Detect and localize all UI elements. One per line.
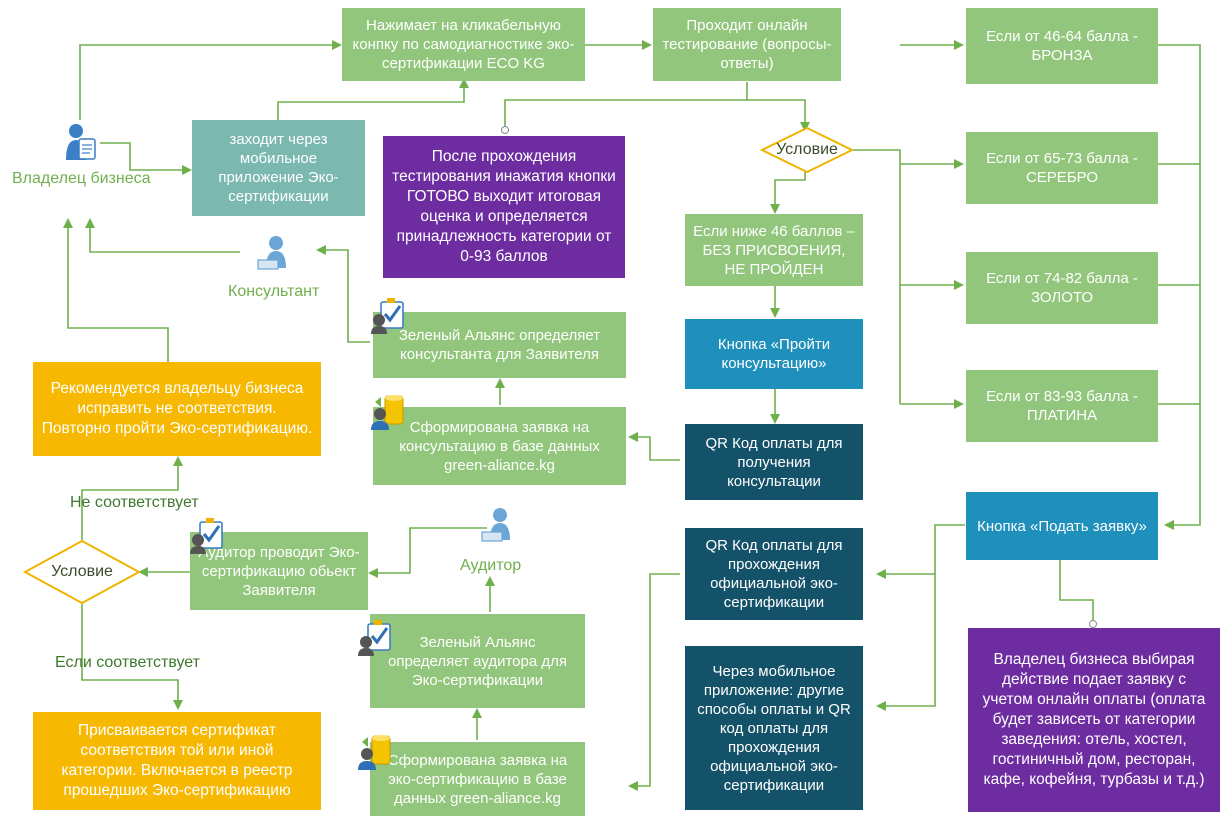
owner-label: Владелец бизнеса <box>12 170 151 187</box>
alliance-consultant-box: Зеленый Альянс определяет консультанта д… <box>373 312 626 378</box>
owner-selects-box: Владелец бизнеса выбирая действие подает… <box>968 628 1220 812</box>
alliance-auditor-box: Зеленый Альянс определяет аудитора для Э… <box>370 614 585 708</box>
below46-box: Если ниже 46 баллов – БЕЗ ПРИСВОЕНИЯ, НЕ… <box>685 214 863 286</box>
online-test-box: Проходит онлайн тестирование (вопросы-от… <box>653 8 841 81</box>
database-icon <box>358 735 391 770</box>
qr-cert-box: QR Код оплаты для прохождения официально… <box>685 528 863 620</box>
certificate-box: Присваивается сертификат соответствия то… <box>33 712 321 810</box>
match-label: Если соответствует <box>55 654 200 671</box>
person-icon <box>481 508 510 542</box>
database-icon <box>371 395 404 430</box>
consultant-label: Консультант <box>228 283 320 300</box>
click-button-box: Нажимает на кликабельную конпку по самод… <box>342 8 585 81</box>
gold-box: Если от 74-82 балла - ЗОЛОТО <box>966 252 1158 324</box>
platinum-box: Если от 83-93 балла - ПЛАТИНА <box>966 370 1158 442</box>
not-match-label: Не соответствует <box>70 494 199 511</box>
person-icon <box>257 236 286 270</box>
bronze-box: Если от 46-64 балла - БРОНЗА <box>966 8 1158 84</box>
request-consult-box: Сформирована заявка на консультацию в ба… <box>373 407 626 485</box>
person-icon <box>66 124 96 160</box>
silver-box: Если от 65-73 балла - СЕРЕБРО <box>966 132 1158 204</box>
submit-button-box: Кнопка «Подать заявку» <box>966 492 1158 560</box>
decision-diamond-main <box>759 126 855 174</box>
consult-button-box: Кнопка «Пройти консультацию» <box>685 319 863 389</box>
decision-diamond-audit <box>22 539 142 605</box>
qr-consult-box: QR Код оплаты для получения консультации <box>685 424 863 500</box>
after-test-box: После прохождения тестирования инажатия … <box>383 136 625 278</box>
request-cert-box: Сформирована заявка на эко-сертификацию … <box>370 742 585 816</box>
mobile-app-box: заходит через мобильное приложение Эко-с… <box>192 120 365 216</box>
checklist-icon <box>371 298 404 334</box>
other-payment-box: Через мобильное приложение: другие спосо… <box>685 646 863 810</box>
checklist-icon <box>358 620 391 656</box>
auditor-label: Аудитор <box>460 557 522 574</box>
decision-main-label: Условие <box>776 141 838 158</box>
decision-audit-label: Условие <box>51 563 113 580</box>
recommend-box: Рекомендуется владельцу бизнеса исправит… <box>33 362 321 456</box>
checklist-icon <box>190 518 223 554</box>
